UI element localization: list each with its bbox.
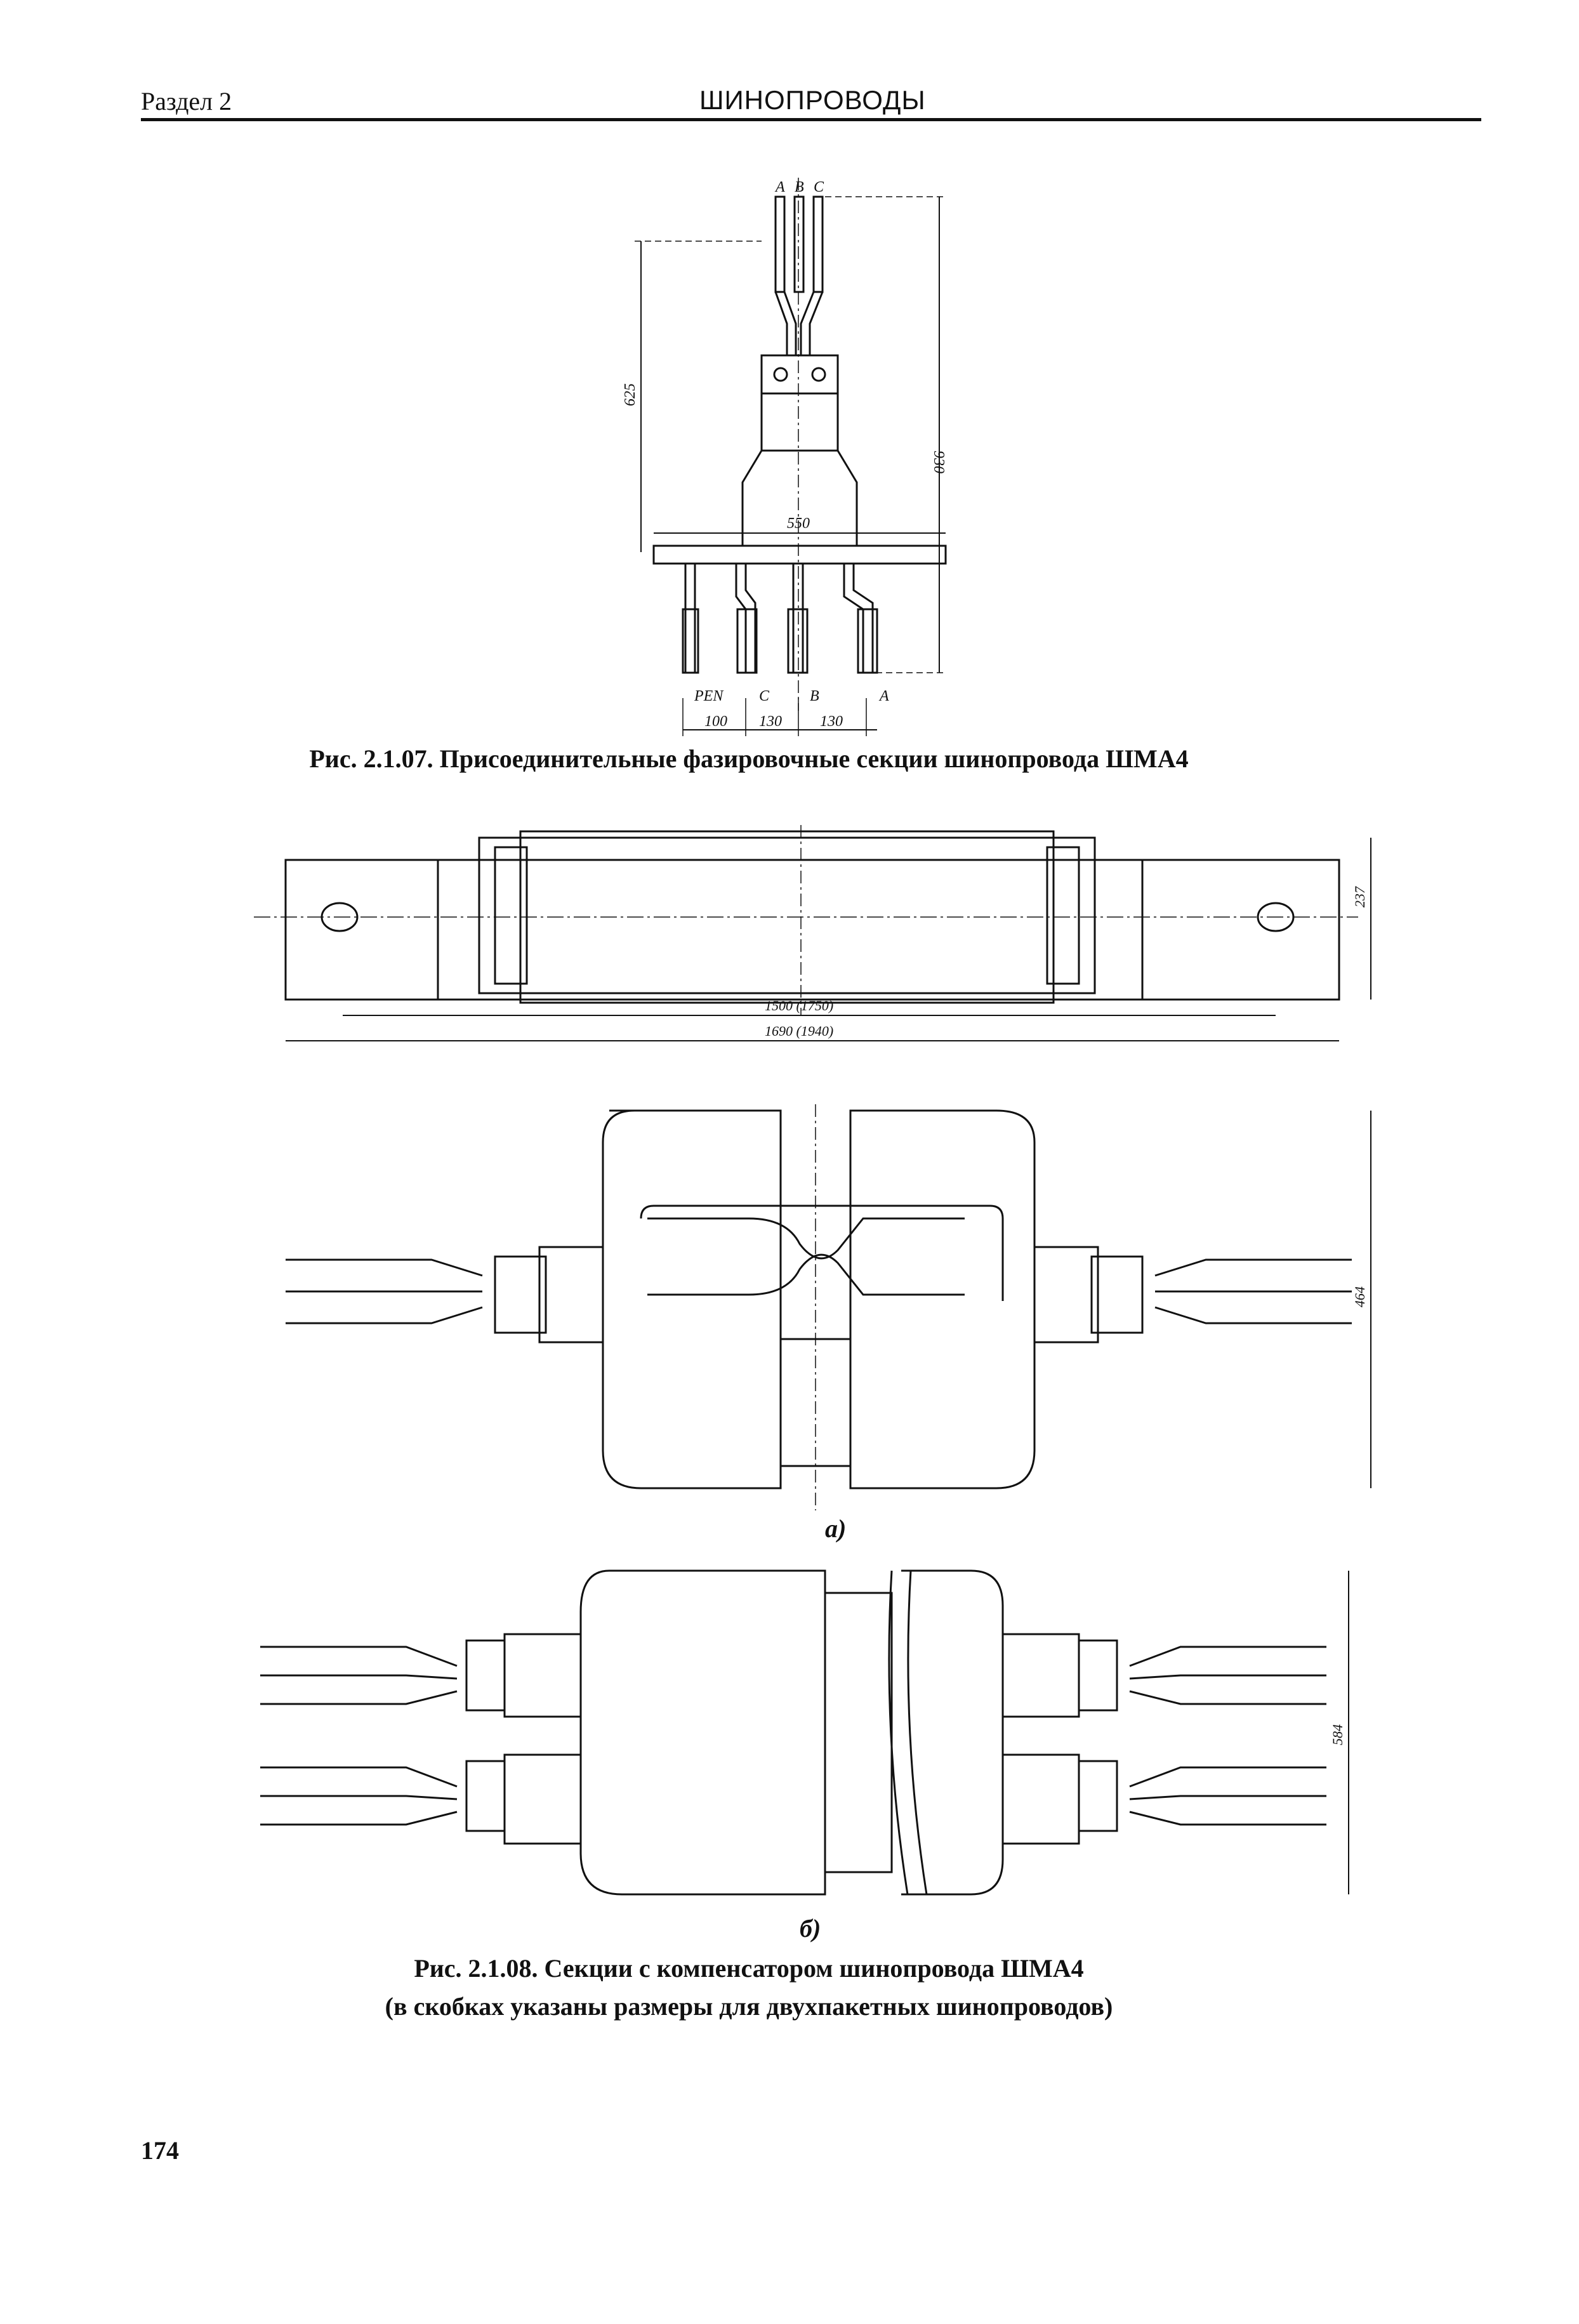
figure-2-caption-line2: (в скобках указаны размеры для двухпакет… bbox=[385, 1992, 1113, 2021]
figure-1-labels: A B C PEN C B A 625 930 550 100 130 130 bbox=[622, 179, 947, 730]
dim-1500: 1500 (1750) bbox=[765, 998, 833, 1013]
dim-464: 464 bbox=[1352, 1286, 1368, 1307]
dim-625: 625 bbox=[622, 383, 638, 406]
figure-2b-drawing bbox=[260, 1569, 1349, 1896]
phase-label-b-bottom: B bbox=[810, 688, 819, 704]
subfigure-b-label: б) bbox=[800, 1914, 821, 1943]
phase-label-b-top: B bbox=[795, 179, 804, 195]
figure-2-caption-line1: Рис. 2.1.08. Секции с компенсатором шино… bbox=[414, 1954, 1084, 1983]
running-title: ШИНОПРОВОДЫ bbox=[699, 85, 926, 115]
phase-label-a-bottom: A bbox=[878, 688, 889, 704]
figure-2b-labels: 584 bbox=[1330, 1724, 1345, 1745]
phase-label-c-bottom: C bbox=[759, 688, 770, 704]
figure-1-drawing bbox=[635, 178, 947, 736]
dim-550: 550 bbox=[787, 515, 810, 532]
subfigure-a-label: а) bbox=[825, 1514, 847, 1543]
figure-2-top-view bbox=[254, 825, 1371, 1041]
figure-2-top-labels: 1500 (1750) 1690 (1940) 237 bbox=[765, 886, 1368, 1039]
phase-label-a-top: A bbox=[774, 179, 785, 195]
figure-2a-drawing bbox=[286, 1104, 1371, 1510]
dim-130-b: 130 bbox=[820, 713, 843, 730]
section-label: Раздел 2 bbox=[141, 87, 232, 116]
figure-1-caption: Рис. 2.1.07. Присоединительные фазировоч… bbox=[309, 744, 1189, 773]
dim-930: 930 bbox=[930, 451, 947, 473]
header-rule bbox=[141, 118, 1481, 121]
figure-2a-labels: 464 bbox=[1352, 1286, 1368, 1307]
dim-237: 237 bbox=[1352, 886, 1368, 908]
dim-584: 584 bbox=[1330, 1724, 1345, 1745]
page-header: Раздел 2 ШИНОПРОВОДЫ bbox=[141, 81, 1481, 121]
dim-1690: 1690 (1940) bbox=[765, 1023, 833, 1039]
phase-label-pen: PEN bbox=[694, 688, 724, 704]
page-number: 174 bbox=[141, 2136, 179, 2165]
dim-100: 100 bbox=[704, 713, 727, 730]
phase-label-c-top: C bbox=[814, 179, 824, 195]
dim-130-a: 130 bbox=[759, 713, 782, 730]
